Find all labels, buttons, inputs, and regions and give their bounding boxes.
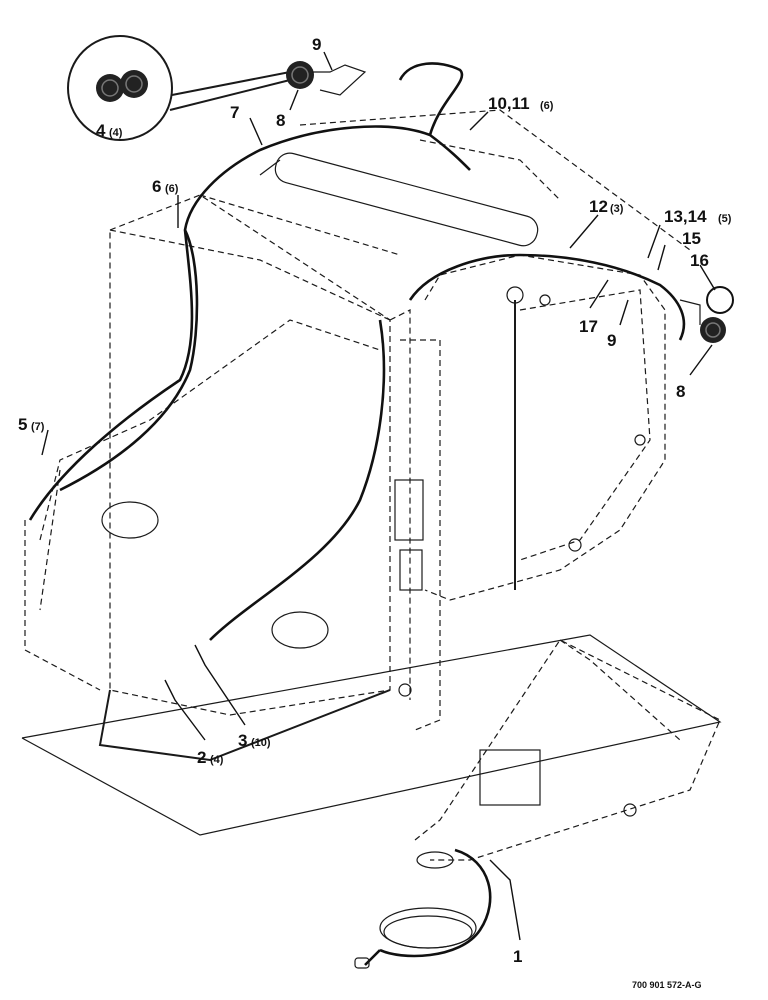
callout-2-qty: (4) bbox=[210, 754, 224, 766]
left-side-panel bbox=[24, 194, 391, 762]
callout-5: 5 (7) bbox=[18, 415, 45, 434]
callout-10-11-number: 10,11 bbox=[488, 94, 530, 113]
callout-7: 7 bbox=[230, 103, 239, 122]
lamp-detail-inset bbox=[67, 35, 291, 141]
callout-17-number: 17 bbox=[579, 317, 598, 336]
callout-8-right: 8 bbox=[676, 382, 685, 401]
right-side-panel bbox=[424, 254, 666, 601]
callout-1-number: 1 bbox=[513, 947, 522, 966]
callout-3-qty: (10) bbox=[251, 737, 271, 749]
callout-12-qty: (3) bbox=[610, 203, 624, 215]
callout-6-number: 6 bbox=[152, 177, 161, 196]
center-post bbox=[389, 309, 441, 731]
callout-8-upper: 8 bbox=[276, 111, 285, 130]
callout-6-qty: (6) bbox=[165, 183, 179, 195]
callout-4: 4 (4) bbox=[96, 121, 123, 140]
callout-2: 2 (4) bbox=[197, 748, 224, 767]
callout-4-qty: (4) bbox=[109, 127, 123, 139]
callout-13-14: 13,14 (5) bbox=[664, 207, 732, 226]
callout-12: 12 (3) bbox=[589, 197, 624, 216]
callout-3: 3 (10) bbox=[238, 731, 271, 750]
callout-9-right-number: 9 bbox=[607, 331, 616, 350]
callout-16: 16 bbox=[690, 251, 709, 270]
callout-4-number: 4 bbox=[96, 121, 106, 140]
leader-lines bbox=[41, 51, 716, 941]
callout-1: 1 bbox=[513, 947, 522, 966]
callout-13-14-qty: (5) bbox=[718, 213, 732, 225]
callout-10-11-qty: (6) bbox=[540, 100, 554, 112]
callout-5-number: 5 bbox=[18, 415, 27, 434]
callout-7-number: 7 bbox=[230, 103, 239, 122]
ground-plane bbox=[21, 634, 722, 836]
callout-9-upper: 9 bbox=[312, 35, 321, 54]
callout-9-upper-number: 9 bbox=[312, 35, 321, 54]
hitch-tongue bbox=[414, 639, 721, 869]
callout-8-upper-number: 8 bbox=[276, 111, 285, 130]
wiring-harness bbox=[28, 62, 686, 641]
upper-rollers bbox=[109, 109, 691, 321]
callout-2-number: 2 bbox=[197, 748, 206, 767]
callout-10-11: 10,11 (6) bbox=[488, 94, 554, 113]
hitch-harness bbox=[354, 848, 492, 969]
callout-15: 15 bbox=[682, 229, 701, 248]
callout-17: 17 bbox=[579, 317, 598, 336]
callout-16-number: 16 bbox=[690, 251, 709, 270]
right-lamps bbox=[679, 286, 734, 343]
callout-13-14-number: 13,14 bbox=[664, 207, 707, 226]
callout-8-right-number: 8 bbox=[676, 382, 685, 401]
callout-3-number: 3 bbox=[238, 731, 247, 750]
callout-5-qty: (7) bbox=[31, 421, 45, 433]
callout-6: 6 (6) bbox=[152, 177, 179, 196]
drawing-number: 700 901 572-A-G bbox=[632, 980, 702, 990]
callout-9-right: 9 bbox=[607, 331, 616, 350]
callout-12-number: 12 bbox=[589, 197, 608, 216]
left-amber-lamp bbox=[286, 61, 367, 96]
callout-15-number: 15 bbox=[682, 229, 701, 248]
